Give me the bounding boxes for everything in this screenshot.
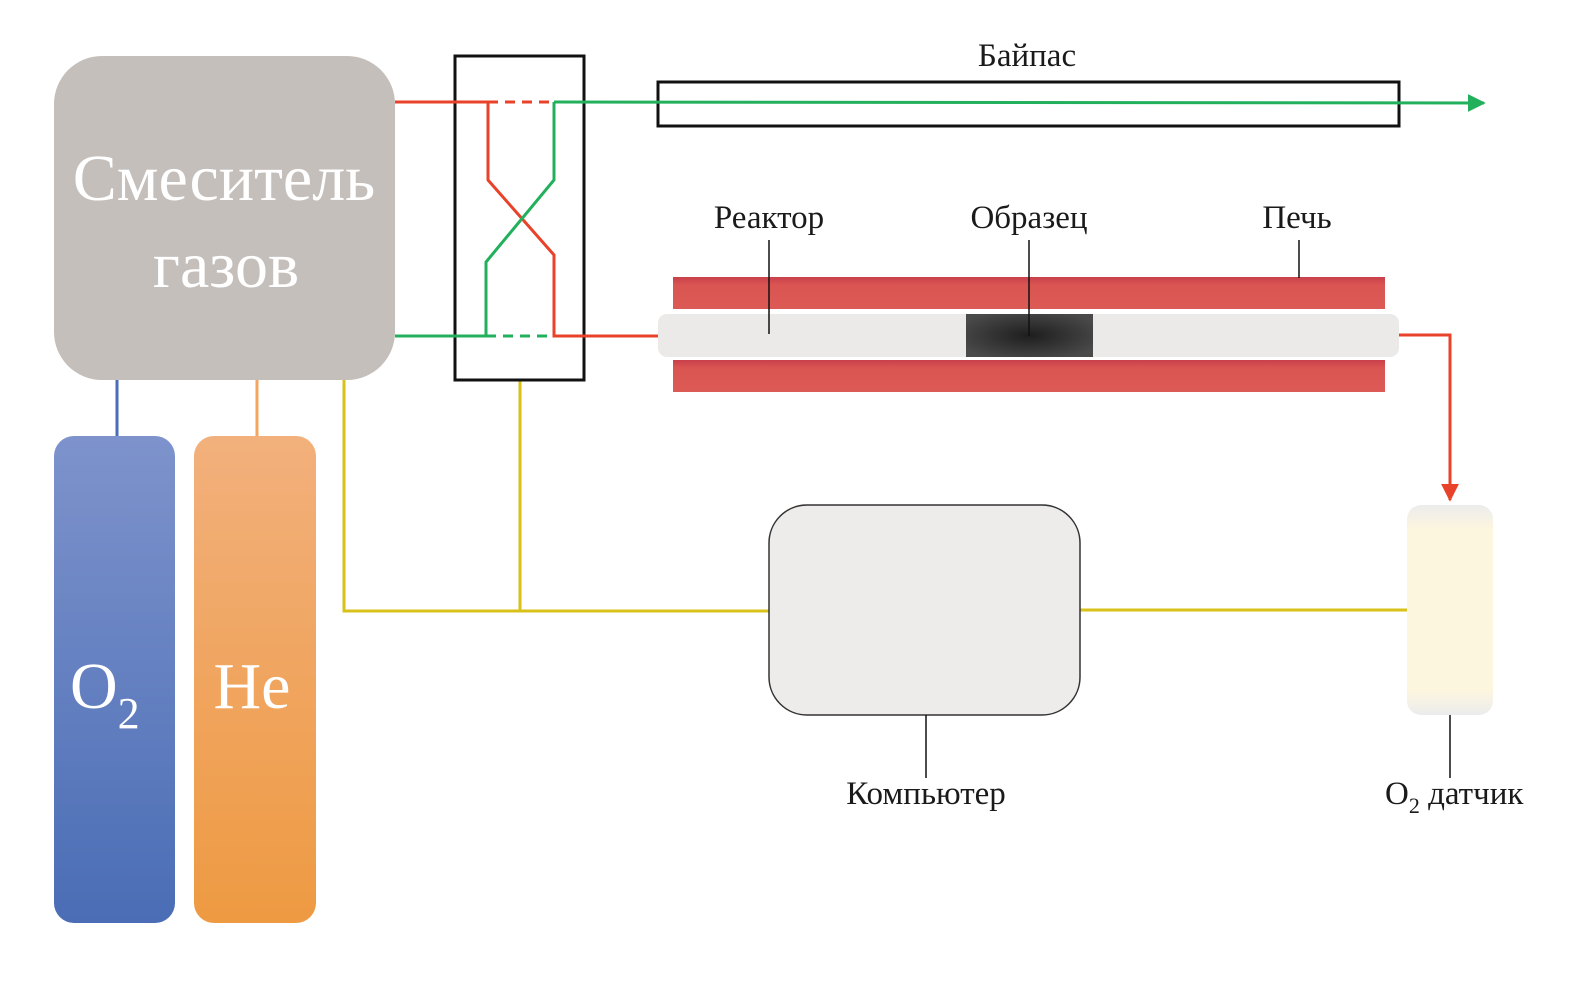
gas-mixer-label-line1: Смеситель bbox=[73, 142, 376, 215]
o2-sensor: O2 датчик bbox=[1385, 505, 1524, 818]
mixer-signal-line bbox=[342, 378, 770, 613]
outlet-flow-arrow bbox=[1399, 333, 1459, 502]
gas-mixer-box bbox=[54, 56, 395, 380]
valve-box bbox=[453, 54, 586, 382]
signal-lines bbox=[342, 378, 1408, 613]
sample-label: Образец bbox=[970, 200, 1087, 236]
furnace-reactor: Реактор Образец Печь bbox=[658, 200, 1399, 392]
he-cylinder-label: He bbox=[214, 650, 291, 723]
gas-mixer: Смеситель газов bbox=[54, 56, 395, 380]
computer: Компьютер bbox=[768, 504, 1081, 812]
o2-cylinder-body bbox=[54, 436, 175, 923]
furnace-label: Печь bbox=[1262, 200, 1331, 236]
he-cylinder-body bbox=[194, 436, 316, 923]
bypass: Байпас bbox=[553, 38, 1486, 128]
red-flow-line bbox=[395, 100, 658, 338]
furnace-bottom bbox=[673, 360, 1385, 392]
computer-label: Компьютер bbox=[846, 776, 1006, 812]
green-flow-line bbox=[395, 102, 556, 338]
bypass-label: Байпас bbox=[978, 38, 1076, 74]
o2-sensor-body bbox=[1407, 505, 1493, 715]
o2-cylinder: O2 bbox=[54, 436, 175, 923]
switching-valve bbox=[395, 54, 658, 382]
reactor-label: Реактор bbox=[714, 200, 824, 236]
o2-sensor-label: O2 датчик bbox=[1385, 776, 1524, 818]
computer-box bbox=[768, 504, 1081, 716]
bypass-flow-arrow bbox=[553, 93, 1486, 112]
he-cylinder: He bbox=[194, 436, 316, 923]
gas-mixer-label-line2: газов bbox=[153, 229, 299, 302]
o2-cylinder-label: O2 bbox=[70, 650, 140, 738]
